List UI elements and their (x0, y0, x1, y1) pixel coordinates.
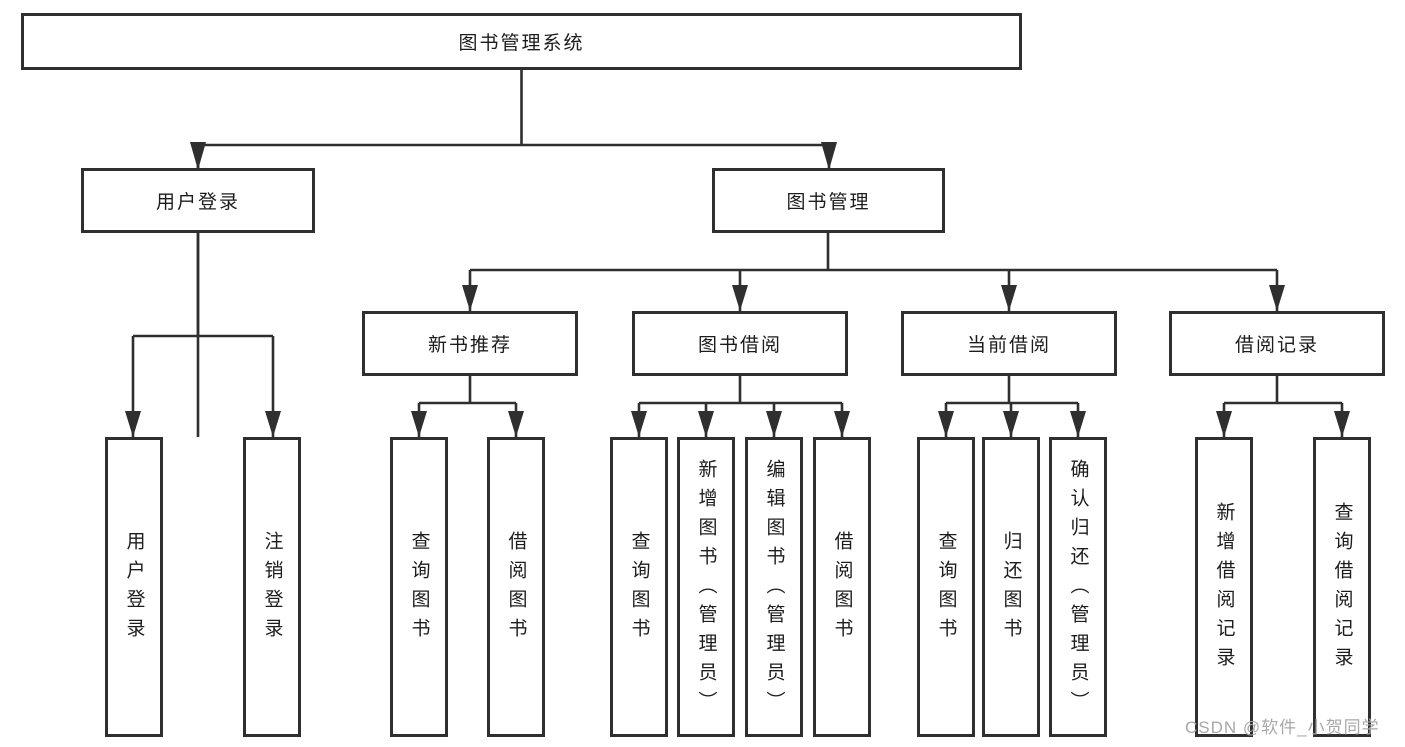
leaf-borrow-books-2: 借阅图书 (813, 437, 871, 737)
leaf-query-books-3: 查询图书 (917, 437, 975, 737)
leaf-confirm-return-admin: 确认归还（管理员） (1049, 437, 1107, 737)
node-current-borrow: 当前借阅 (901, 311, 1117, 376)
arrowheads (125, 142, 1350, 437)
node-root: 图书管理系统 (21, 13, 1022, 70)
leaf-query-books-2: 查询图书 (610, 437, 668, 737)
node-new-book-recommend: 新书推荐 (362, 311, 578, 376)
node-borrow-records: 借阅记录 (1169, 311, 1385, 376)
node-book-management: 图书管理 (712, 168, 945, 233)
leaf-edit-book-admin: 编辑图书（管理员） (745, 437, 803, 737)
csdn-watermark: CSDN @软件_小贺同学 (1185, 718, 1380, 737)
leaf-return-book: 归还图书 (982, 437, 1040, 737)
node-user-login: 用户登录 (81, 168, 315, 233)
leaf-borrow-books-1: 借阅图书 (487, 437, 545, 737)
leaf-user-login: 用户登录 (105, 437, 163, 737)
leaf-query-borrow-record: 查询借阅记录 (1313, 437, 1371, 737)
leaf-add-borrow-record: 新增借阅记录 (1195, 437, 1253, 737)
leaf-query-books-1: 查询图书 (390, 437, 448, 737)
leaf-logout: 注销登录 (243, 437, 301, 737)
node-book-borrow: 图书借阅 (632, 311, 848, 376)
leaf-add-book-admin: 新增图书（管理员） (677, 437, 735, 737)
